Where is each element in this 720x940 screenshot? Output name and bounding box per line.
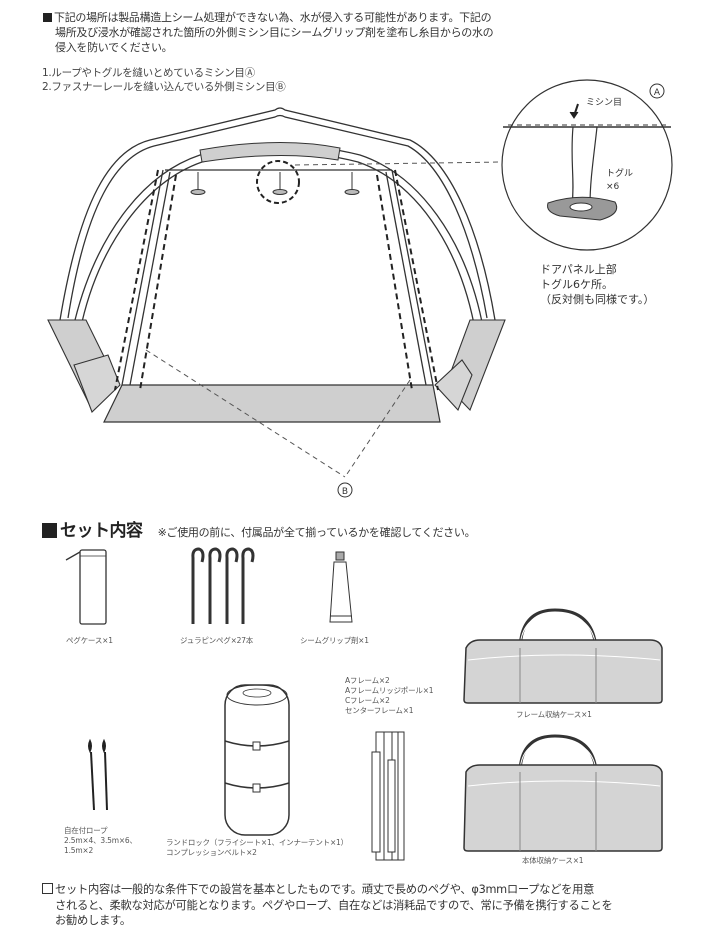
seam-point-b: 2.ファスナーレールを縫い込んでいる外側ミシン目Ⓑ	[42, 81, 286, 93]
detail-caption: ドアパネル上部 トグル6ケ所。 （反対側も同様です。）	[540, 262, 654, 307]
checkbox-square-icon	[42, 883, 53, 894]
footer-note: セット内容は一般的な条件下での設営を基本としたものです。頑丈で長めのペグや、φ3…	[42, 882, 712, 929]
seam-grip-label: シームグリップ剤×1	[300, 636, 369, 645]
seam-notice-line-2: 場所及び浸水が確認された箇所の外側ミシン目にシームグリップ剤を塗布し糸目からの水…	[55, 26, 494, 39]
peg-case-icon	[65, 549, 107, 625]
bullet-square-icon	[43, 13, 52, 22]
callout-toggle-count: ×6	[606, 182, 620, 192]
detail-caption-line-3: （反対側も同様です。）	[540, 293, 655, 306]
peg-case-label: ペグケース×1	[66, 636, 113, 645]
seam-grip-tube-icon	[329, 551, 353, 623]
frame-case-icon	[463, 608, 663, 704]
footer-line-2: されると、柔軟な対応が可能となります。ペグやロープ、自在などは消耗品ですので、常…	[55, 898, 613, 912]
frames-label-line-1: Aフレーム×2	[345, 676, 390, 685]
footer-line-1: セット内容は一般的な条件下での設営を基本としたものです。頑丈で長めのペグや、φ3…	[55, 883, 595, 896]
tent-diagram: B A	[47, 79, 673, 498]
frames-bundle-icon	[371, 731, 405, 861]
ropes-label-line-2: 2.5m×4、3.5m×6、	[64, 836, 137, 845]
detail-caption-line-1: ドアパネル上部	[540, 263, 617, 276]
seam-notice-line-3: 侵入を防いでください。	[55, 41, 173, 54]
seam-point-a: 1.ループやトグルを縫いとめているミシン目Ⓐ	[42, 67, 255, 79]
ropes-label-line-1: 自在付ロープ	[64, 826, 108, 835]
seam-notice-line-1: 下記の場所は製品構造上シーム処理ができない為、水が侵入する可能性があります。下記…	[54, 11, 492, 24]
marker-a: A	[654, 88, 661, 98]
pegs-icon	[191, 547, 255, 624]
set-contents-note: ※ご使用の前に、付属品が全て揃っているかを確認してください。	[157, 526, 476, 539]
set-contents-header: セット内容 ※ご使用の前に、付属品が全て揃っているかを確認してください。	[42, 516, 476, 541]
frames-label-line-4: センターフレーム×1	[345, 706, 414, 715]
pegs-label: ジュラピンペグ×27本	[180, 636, 254, 645]
detail-caption-line-2: トグル6ケ所。	[540, 278, 613, 291]
frames-label-line-2: Aフレームリッジポール×1	[345, 686, 434, 695]
footer-line-3: お勧めします。	[55, 914, 131, 927]
rope-adjusters-icon	[88, 738, 108, 811]
ropes-label: 自在付ロープ 2.5m×4、3.5m×6、 1.5m×2	[64, 826, 137, 856]
tent-label-line-2: コンプレッションベルト×2	[166, 848, 257, 857]
tent-label-line-1: ランドロック（フライシート×1、インナーテント×1）	[166, 838, 348, 847]
callout-stitch: ミシン目	[586, 98, 623, 108]
heading-square-icon	[42, 523, 57, 538]
body-case-icon	[463, 734, 663, 852]
frames-label: Aフレーム×2 Aフレームリッジポール×1 Cフレーム×2 センターフレーム×1	[345, 676, 434, 716]
tent-label: ランドロック（フライシート×1、インナーテント×1） コンプレッションベルト×2	[166, 838, 348, 858]
frames-label-line-3: Cフレーム×2	[345, 696, 390, 705]
callout-toggle: トグル ×6	[606, 168, 633, 194]
set-contents-title: セット内容	[60, 521, 143, 541]
callout-toggle-label: トグル	[606, 169, 634, 179]
tent-roll-icon	[224, 684, 290, 836]
marker-b: B	[342, 487, 348, 497]
body-case-label: 本体収納ケース×1	[522, 856, 584, 865]
seam-points-list: 1.ループやトグルを縫いとめているミシン目Ⓐ 2.ファスナーレールを縫い込んでい…	[42, 66, 286, 94]
frame-case-label: フレーム収納ケース×1	[516, 710, 592, 719]
ropes-label-line-3: 1.5m×2	[64, 846, 94, 855]
seam-notice: 下記の場所は製品構造上シーム処理ができない為、水が侵入する可能性があります。下記…	[43, 10, 693, 55]
